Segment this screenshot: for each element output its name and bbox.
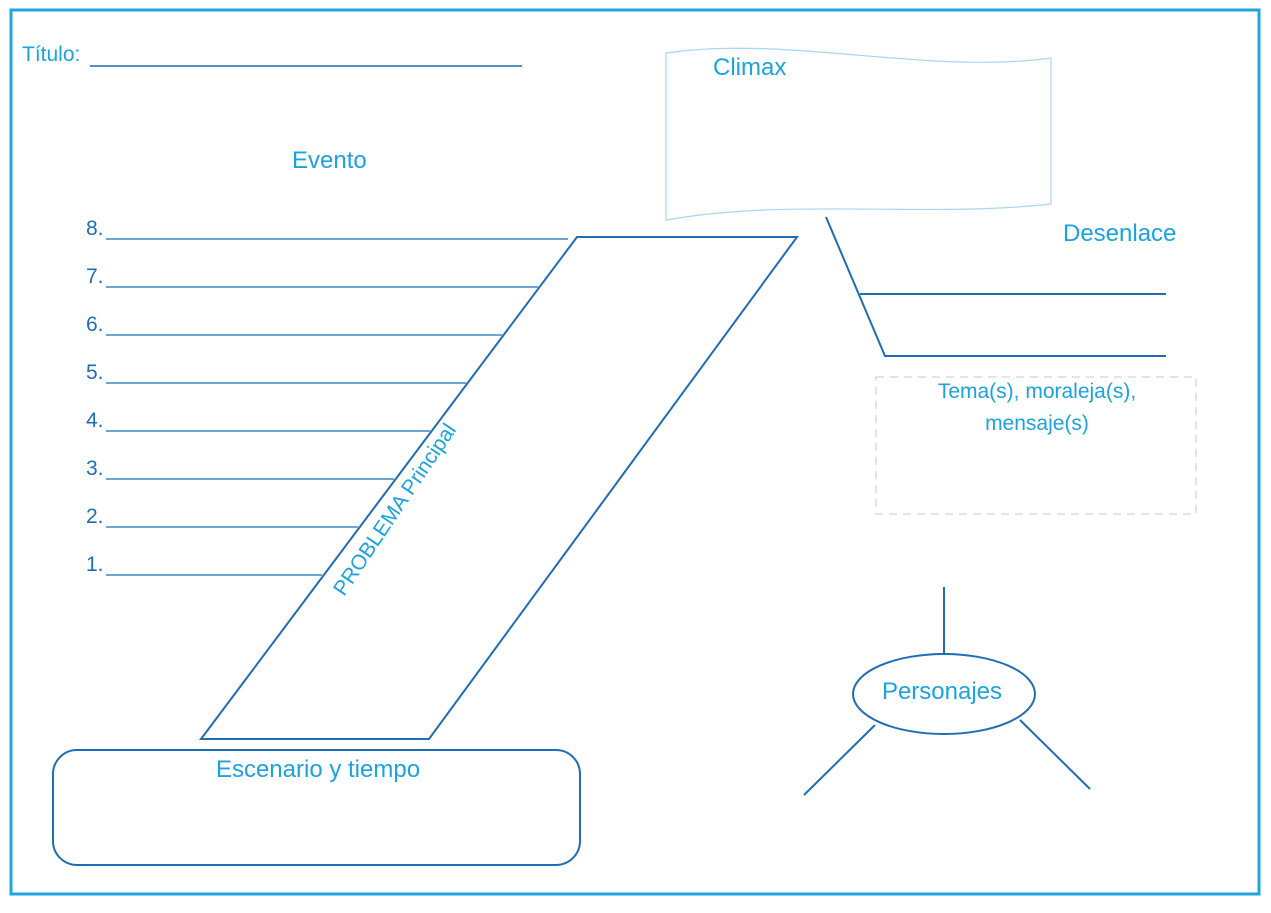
event-number: 5. <box>86 361 104 384</box>
event-number: 7. <box>86 265 104 288</box>
problem-parallelogram <box>199 236 799 740</box>
title-label: Título: <box>22 43 80 66</box>
setting-label: Escenario y tiempo <box>216 756 420 783</box>
event-lines: 8. 7. 6. 5. 4. 3. 2. 1. <box>86 217 568 576</box>
setting-box[interactable] <box>52 749 581 866</box>
characters-ellipse <box>852 653 1036 735</box>
event-number: 2. <box>86 505 104 528</box>
climax-label: Climax <box>713 54 786 81</box>
characters-label: Personajes <box>882 678 1002 705</box>
event-number: 3. <box>86 457 104 480</box>
outer-frame <box>9 8 1261 896</box>
event-number: 8. <box>86 217 104 240</box>
event-number: 1. <box>86 553 104 576</box>
problem-label: PROBLEMA Principal <box>329 420 461 600</box>
theme-box[interactable] <box>875 376 1197 515</box>
event-header: Evento <box>292 147 367 174</box>
climax-flag <box>665 47 1052 221</box>
event-number: 4. <box>86 409 104 432</box>
resolution-branch <box>825 216 1166 357</box>
resolution-label: Desenlace <box>1063 220 1176 247</box>
characters-spoke-right <box>1019 719 1091 790</box>
characters-spoke-left <box>803 724 876 796</box>
theme-label-line1: Tema(s), moraleja(s), <box>938 380 1136 403</box>
event-number: 6. <box>86 313 104 336</box>
theme-label-line2: mensaje(s) <box>985 412 1089 435</box>
